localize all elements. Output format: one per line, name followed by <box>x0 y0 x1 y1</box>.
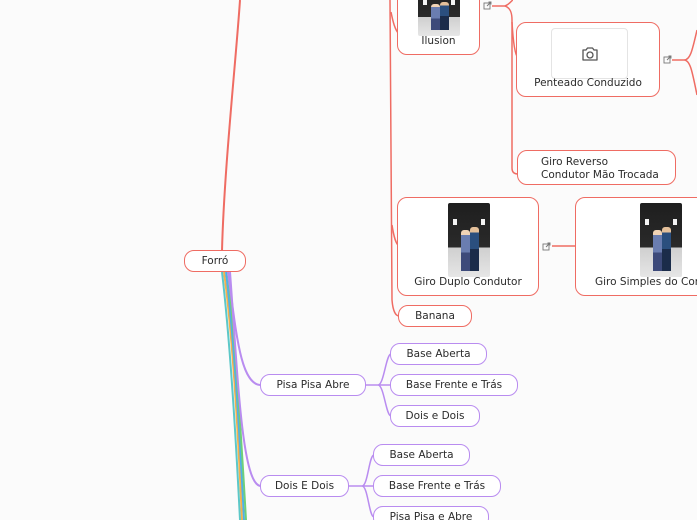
ilusion-label: Ilusion <box>398 35 479 48</box>
connector-pisa-children <box>366 354 391 416</box>
card-ilusion[interactable]: Ilusion <box>397 0 480 55</box>
connector-root-to-top <box>222 0 240 251</box>
expand-icon[interactable] <box>542 242 551 251</box>
node-pisa-pisa-abre[interactable]: Pisa Pisa Abre <box>260 374 366 396</box>
giro-duplo-label: Giro Duplo Condutor <box>398 276 538 289</box>
node-dois-e-dois[interactable]: Dois E Dois <box>260 475 349 497</box>
root-label: Forró <box>202 255 229 268</box>
dois-child-pisa-pisa-e-abre[interactable]: Pisa Pisa e Abre <box>373 506 489 520</box>
dois-e-dois-label: Dois E Dois <box>275 480 334 493</box>
pisa-child-base-frente-e-tras[interactable]: Base Frente e Trás <box>390 374 518 396</box>
child-label: Dois e Dois <box>406 410 465 423</box>
node-giro-reverso[interactable]: Giro Reverso Condutor Mão Trocada <box>517 150 676 185</box>
card-giro-simples[interactable]: Giro Simples do Cond <box>575 197 697 296</box>
penteado-image-placeholder <box>551 28 628 79</box>
child-label: Base Aberta <box>406 348 470 361</box>
ilusion-photo <box>418 0 460 36</box>
child-label: Base Frente e Trás <box>389 480 485 493</box>
penteado-label: Penteado Conduzido <box>517 77 659 90</box>
camera-icon <box>580 46 600 62</box>
giro-reverso-label: Giro Reverso Condutor Mão Trocada <box>541 156 659 182</box>
pisa-child-base-aberta[interactable]: Base Aberta <box>390 343 487 365</box>
pisa-pisa-abre-label: Pisa Pisa Abre <box>277 379 350 392</box>
card-penteado-conduzido[interactable]: Penteado Conduzido <box>516 22 660 97</box>
dois-child-base-frente-e-tras[interactable]: Base Frente e Trás <box>373 475 501 497</box>
giro-simples-label: Giro Simples do Cond <box>595 276 697 289</box>
banana-label: Banana <box>415 310 455 323</box>
dois-child-base-aberta[interactable]: Base Aberta <box>373 444 470 466</box>
root-node-forro[interactable]: Forró <box>184 250 246 272</box>
card-giro-duplo-condutor[interactable]: Giro Duplo Condutor <box>397 197 539 296</box>
child-label: Base Aberta <box>389 449 453 462</box>
child-label: Pisa Pisa e Abre <box>390 511 473 520</box>
connector-penteado-right <box>672 30 697 95</box>
expand-icon[interactable] <box>663 55 672 64</box>
child-label: Base Frente e Trás <box>406 379 502 392</box>
node-banana[interactable]: Banana <box>398 305 472 327</box>
connector-dois-children <box>349 455 374 517</box>
giro-duplo-photo <box>448 203 490 277</box>
giro-simples-photo <box>640 203 682 277</box>
pisa-child-dois-e-dois[interactable]: Dois e Dois <box>390 405 480 427</box>
expand-icon[interactable] <box>483 1 492 10</box>
